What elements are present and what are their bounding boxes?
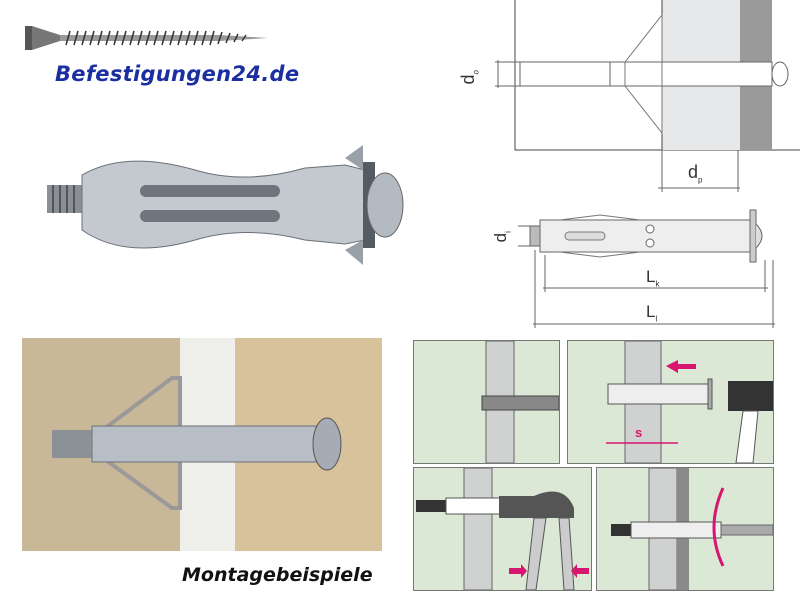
d1-label: di xyxy=(491,231,512,242)
step-1-drill-panel xyxy=(413,340,560,464)
insert-hammer-illustration xyxy=(606,340,773,464)
lk-letter: L xyxy=(646,267,656,286)
d0-label: do xyxy=(458,70,481,84)
cavity-anchor-photo xyxy=(47,145,404,265)
lk-label: Lk xyxy=(646,267,659,288)
ll-label: Ll xyxy=(646,302,657,323)
setting-tool-illustration xyxy=(416,467,589,591)
s-label: s xyxy=(635,425,643,440)
d0-subscript: o xyxy=(471,70,481,75)
d1-letter: d xyxy=(490,232,510,243)
dp-label: dp xyxy=(688,162,702,185)
dp-letter: d xyxy=(688,162,699,182)
screwdriver-illustration xyxy=(611,467,774,591)
step-2-insert-panel: s xyxy=(567,340,774,464)
drill-illustration xyxy=(481,340,560,464)
anchor-dimension-drawing xyxy=(518,209,775,328)
d0-letter: d xyxy=(457,74,478,85)
step-3-setting-tool-panel xyxy=(413,467,592,591)
logo-text[interactable]: Befestigungen24.de xyxy=(55,62,300,86)
installed-anchor-diagram xyxy=(495,0,800,192)
screw-logo-icon xyxy=(25,26,268,50)
installed-anchor-photo xyxy=(22,338,382,551)
dp-subscript: p xyxy=(698,175,703,185)
d1-subscript: i xyxy=(503,231,513,233)
caption-montagebeispiele: Montagebeispiele xyxy=(182,564,373,586)
ll-letter: L xyxy=(646,302,656,321)
lk-subscript: k xyxy=(655,279,660,289)
ll-subscript: l xyxy=(655,314,658,324)
step-4-screw-panel xyxy=(596,467,774,591)
